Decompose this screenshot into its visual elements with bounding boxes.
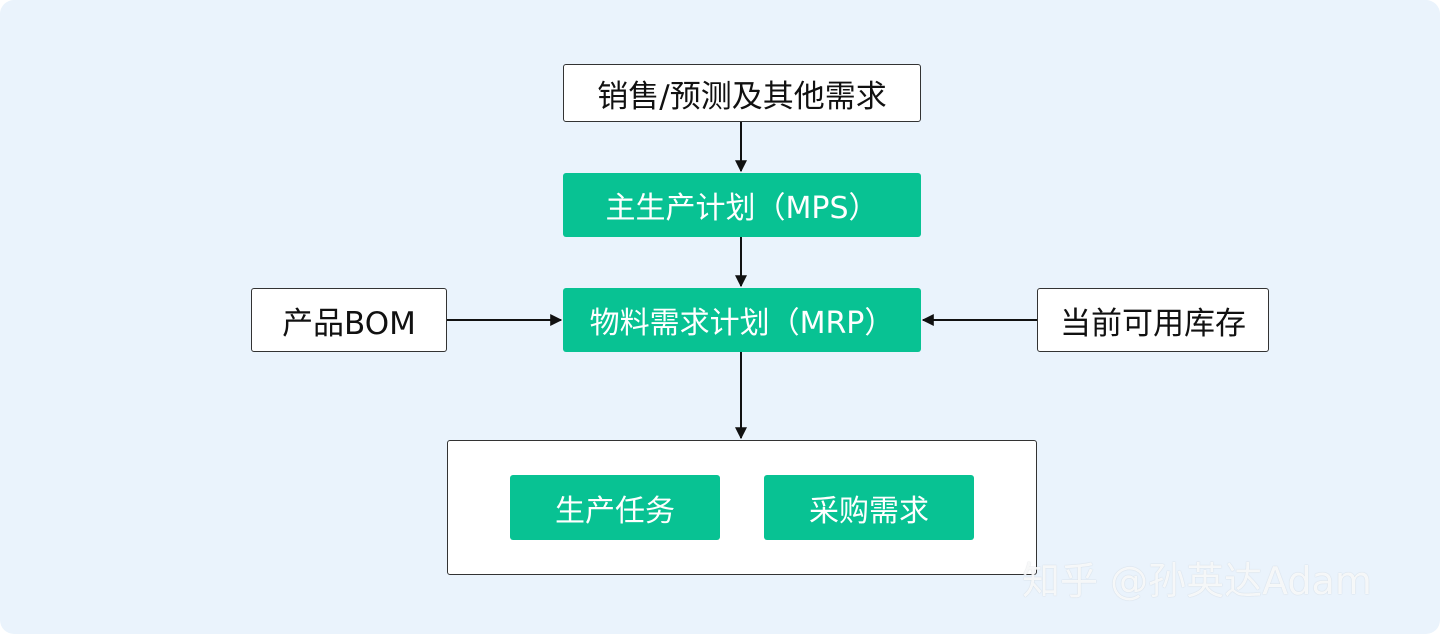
inventory-box: 当前可用库存 — [1037, 288, 1269, 352]
purchase-demand-label: 采购需求 — [809, 493, 929, 529]
mps-label: 主生产计划（MPS） — [605, 191, 879, 226]
watermark: 知乎 @孙英达Adam — [1022, 559, 1372, 603]
demand-box: 销售/预测及其他需求 — [563, 64, 921, 122]
mrp-box: 物料需求计划（MRP） — [563, 288, 921, 352]
demand-label: 销售/预测及其他需求 — [597, 78, 887, 115]
production-task-box: 生产任务 — [510, 475, 720, 540]
bom-label: 产品BOM — [282, 305, 416, 342]
mrp-label: 物料需求计划（MRP） — [589, 306, 895, 341]
mps-box: 主生产计划（MPS） — [563, 173, 921, 237]
inventory-label: 当前可用库存 — [1060, 305, 1246, 342]
purchase-demand-box: 采购需求 — [764, 475, 974, 540]
production-task-label: 生产任务 — [555, 493, 675, 529]
bom-box: 产品BOM — [251, 288, 447, 352]
